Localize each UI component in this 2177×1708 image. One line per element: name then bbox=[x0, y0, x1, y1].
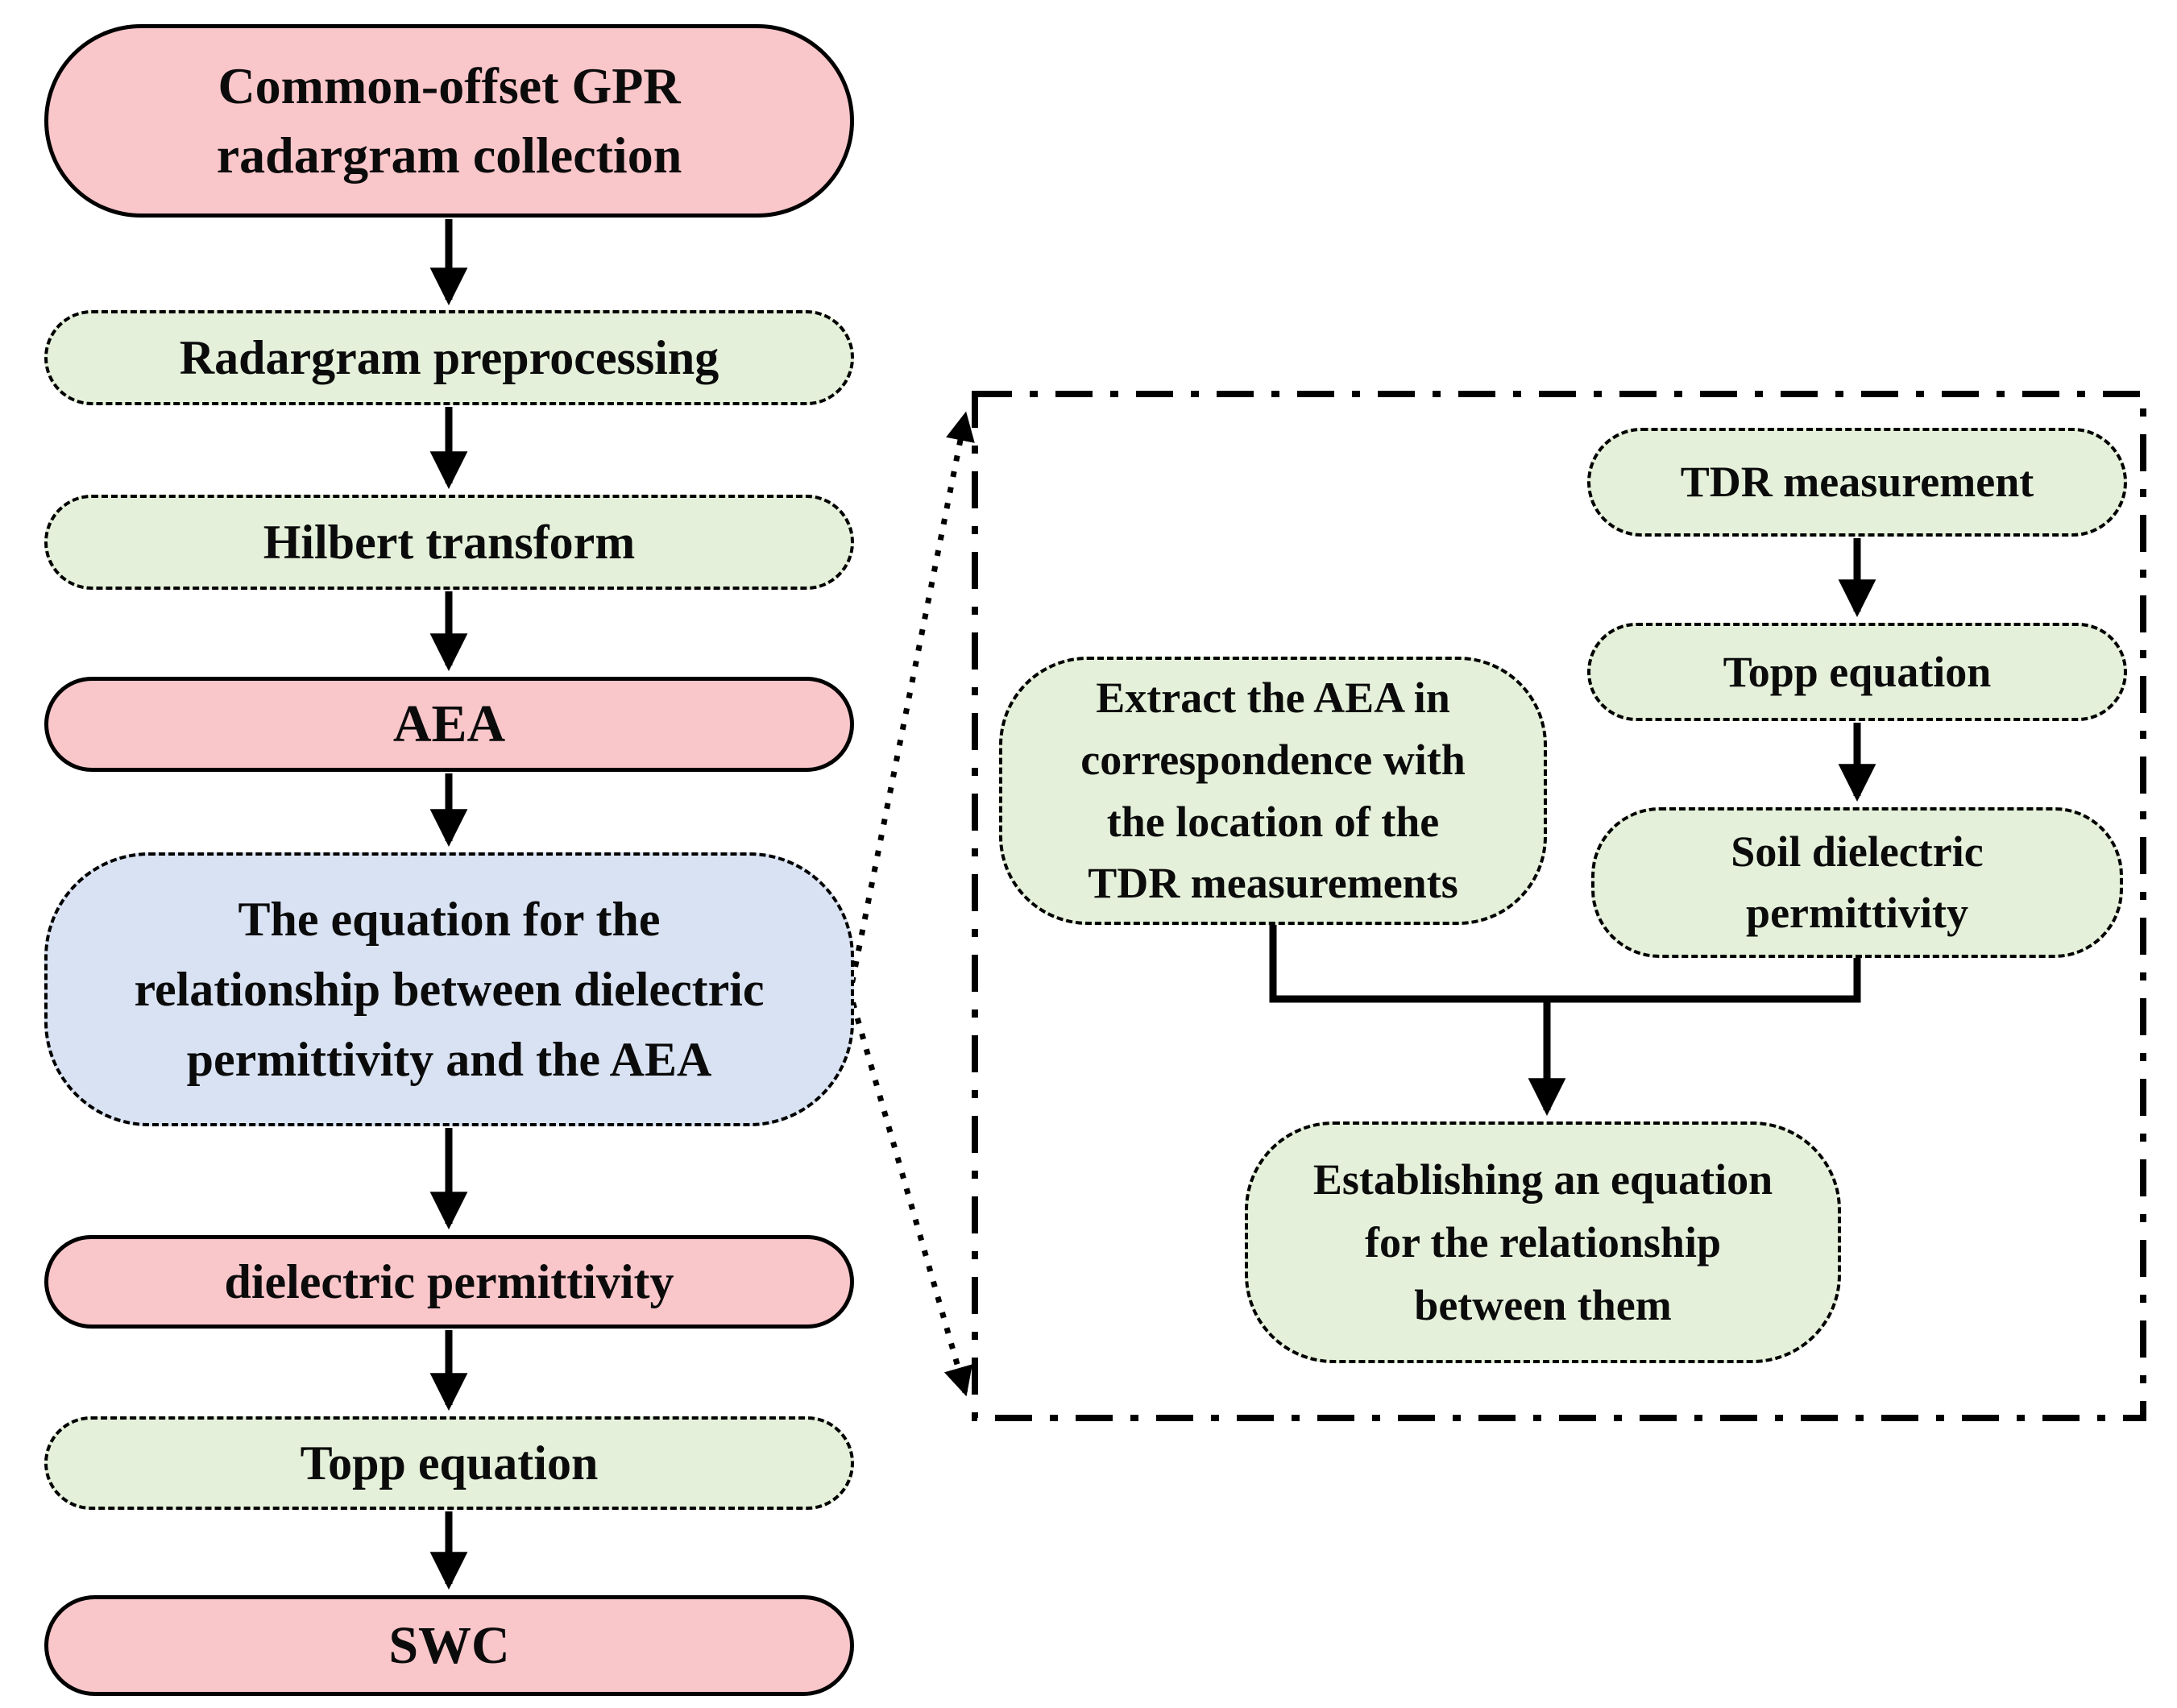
node-tdr-measurement: TDR measurement bbox=[1587, 428, 2127, 537]
connector-merge bbox=[1269, 920, 1861, 1003]
node-swc: SWC bbox=[44, 1595, 854, 1696]
node-topp-equation-left: Topp equation bbox=[44, 1416, 854, 1510]
detail-panel-arrows bbox=[1269, 538, 1876, 1117]
node-dielectric-permittivity: dielectric permittivity bbox=[44, 1235, 854, 1329]
node-extract-aea: Extract the AEA in correspondence with t… bbox=[999, 657, 1547, 925]
expansion-line-top bbox=[836, 411, 975, 1047]
detail-panel-border bbox=[972, 391, 2146, 1421]
node-establish-equation: Establishing an equation for the relatio… bbox=[1245, 1121, 1841, 1363]
expansion-line-bottom bbox=[836, 956, 972, 1397]
node-aea: AEA bbox=[44, 677, 854, 772]
node-topp-equation-right: Topp equation bbox=[1587, 623, 2127, 721]
node-gpr-collection: Common-offset GPR radargram collection bbox=[44, 24, 854, 218]
node-hilbert-transform: Hilbert transform bbox=[44, 495, 854, 590]
node-soil-dielectric-permittivity: Soil dielectric permittivity bbox=[1591, 807, 2123, 958]
node-relation-equation: The equation for the relationship betwee… bbox=[44, 852, 854, 1126]
expansion-lines bbox=[836, 411, 975, 1397]
node-radargram-preprocessing: Radargram preprocessing bbox=[44, 310, 854, 405]
